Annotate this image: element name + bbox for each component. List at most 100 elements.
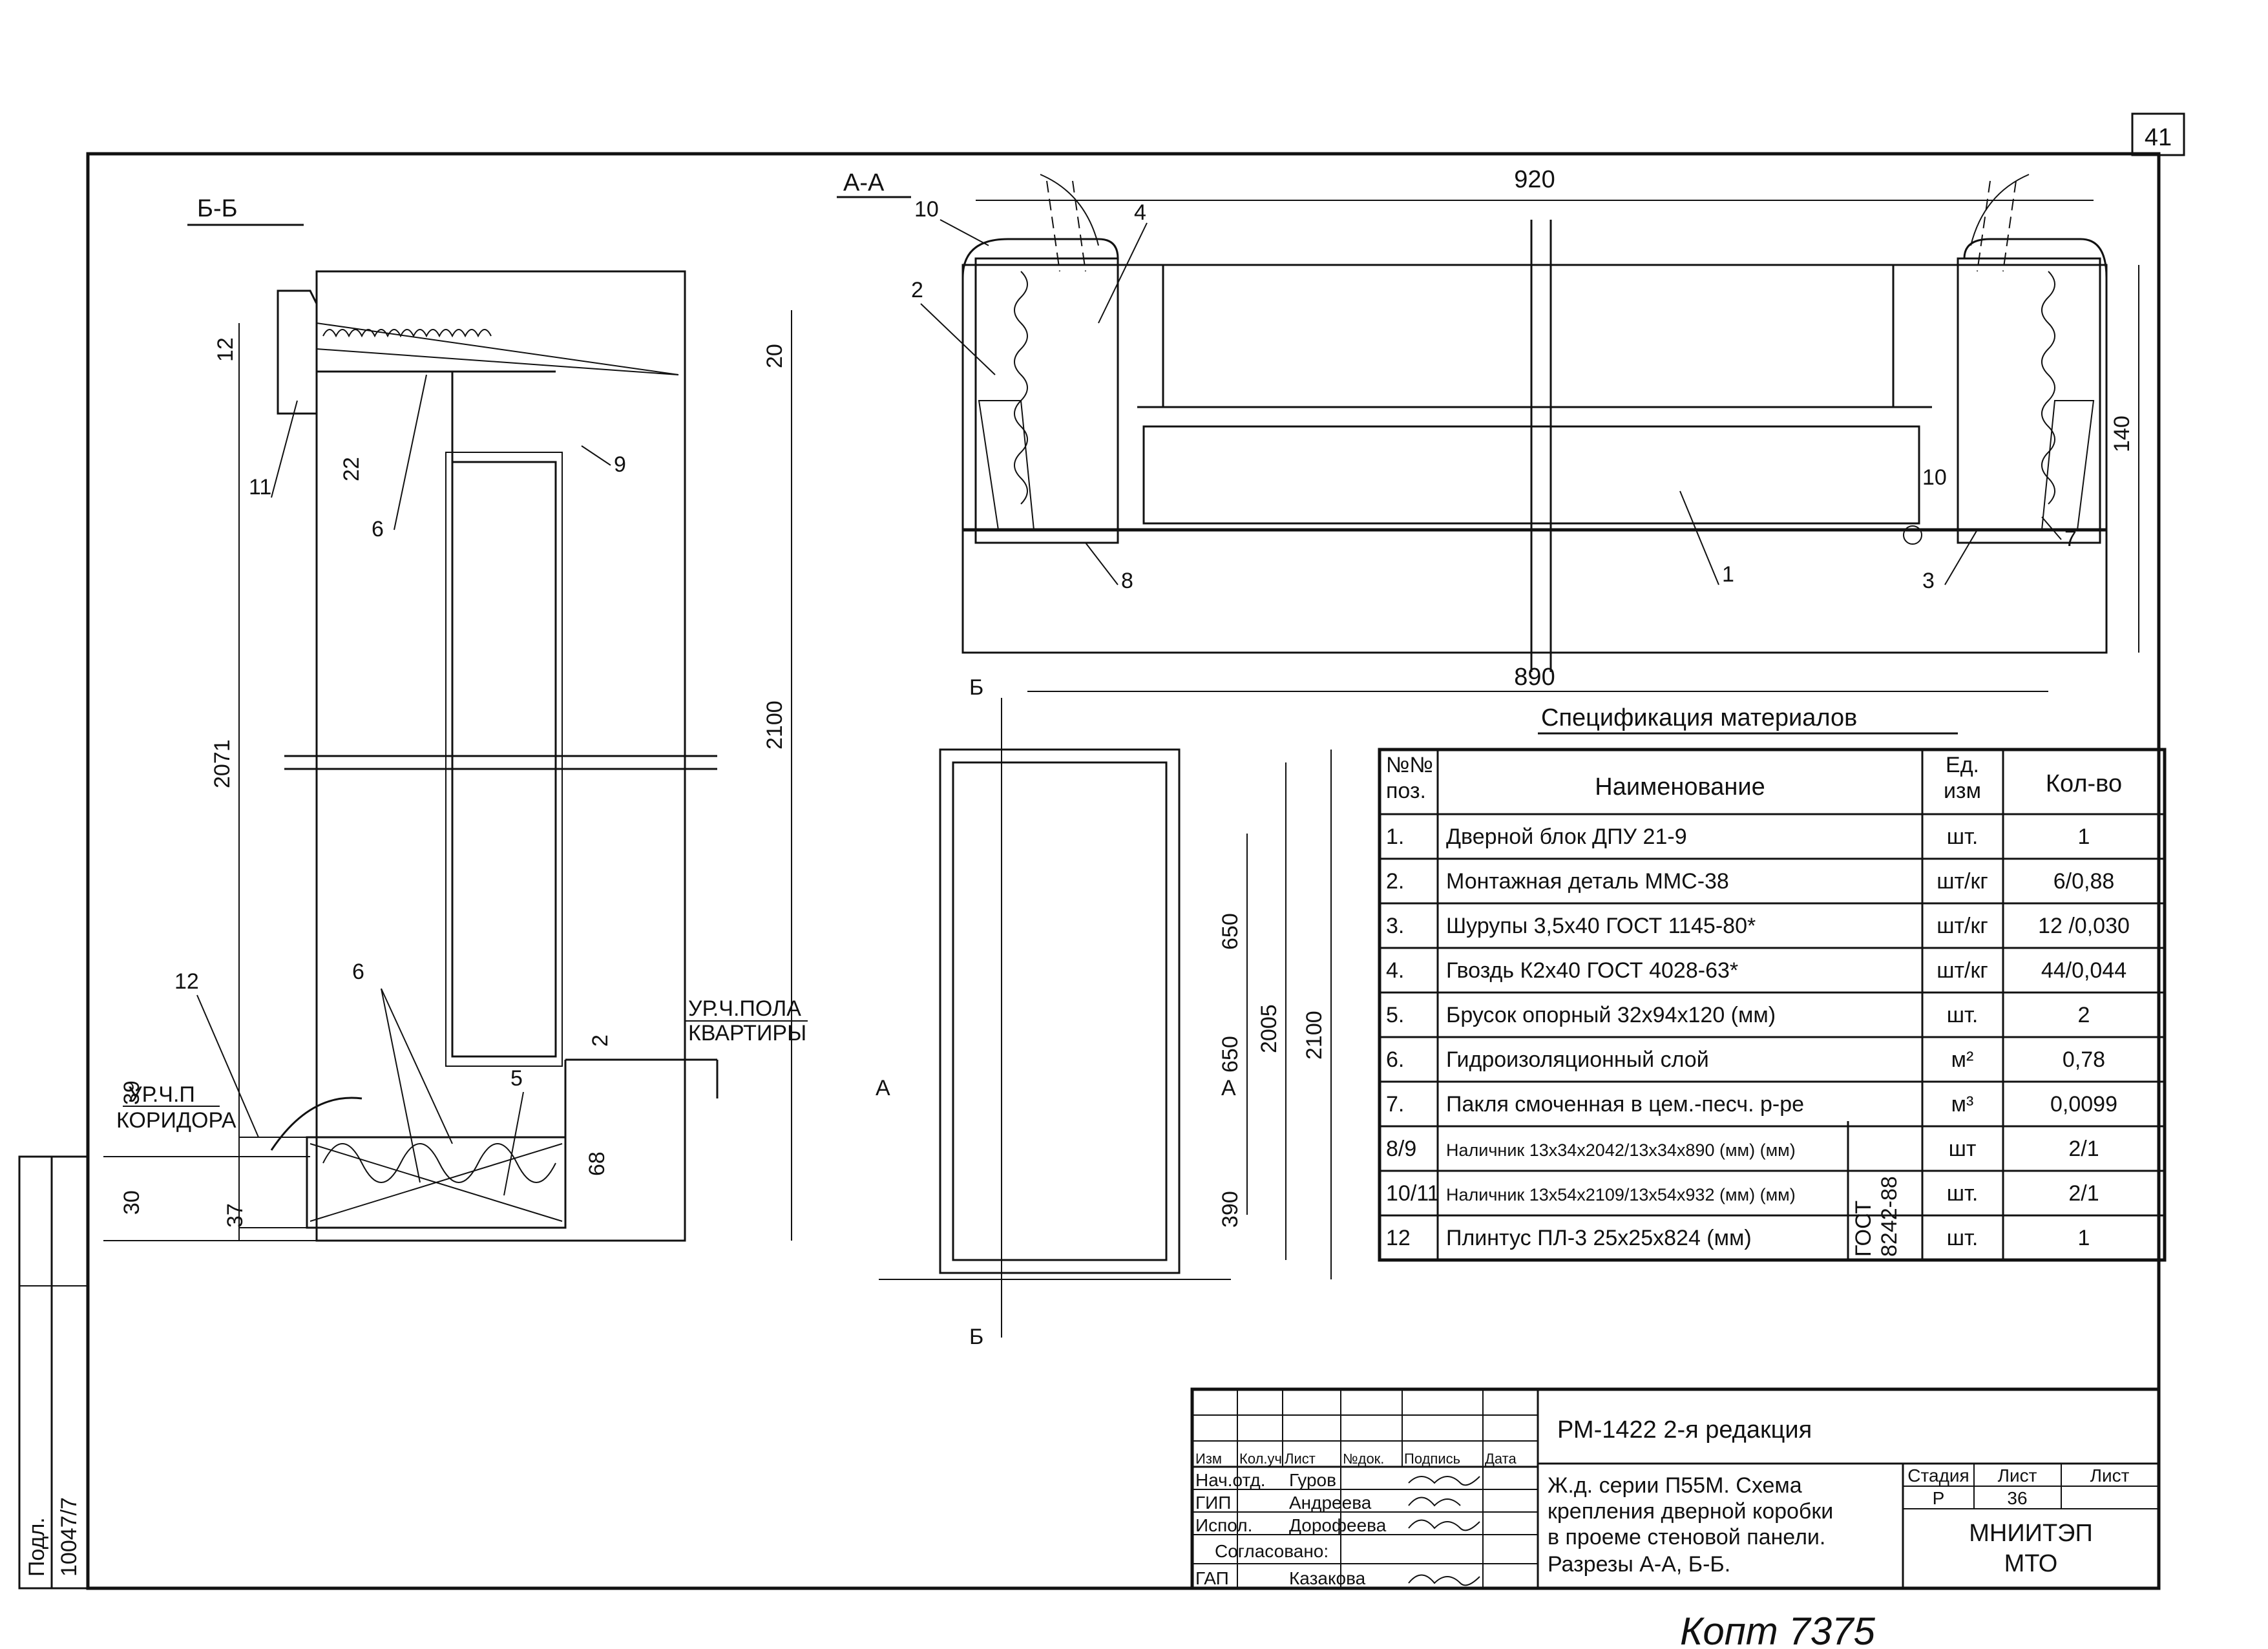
spec-cell-name: Монтажная деталь ММС-38: [1446, 869, 1729, 894]
side-stamp: Подл. 10047/7: [18, 1155, 89, 1590]
bb-level-corridor-2: КОРИДОРА: [116, 1108, 236, 1133]
section-bb-title: Б-Б: [197, 195, 238, 222]
bb-dim-2-label: 2: [588, 1035, 613, 1047]
bb-level-apartment-2: КВАРТИРЫ: [688, 1021, 806, 1045]
elevation-dim-390: 390: [1218, 1191, 1243, 1228]
spec-cell-name: Гвоздь К2х40 ГОСТ 4028-63*: [1446, 958, 1738, 983]
tb-desc-1: Ж.д. серии П55М. Схема: [1548, 1473, 1802, 1498]
footer-handwritten-note: Копт 7375: [1680, 1610, 1876, 1649]
spec-cell-name: Пакля смоченная в цем.-песч. р-ре: [1446, 1092, 1804, 1117]
spec-cell-unit: шт: [1949, 1137, 1977, 1161]
spec-cell-qty: 0,78: [2063, 1047, 2105, 1072]
bb-dim-39-label: 39: [120, 1080, 144, 1105]
tb-sheet-value: 36: [2007, 1488, 2027, 1508]
elevation-cut-a-left: А: [876, 1076, 890, 1100]
aa-callout-8: 8: [1121, 569, 1133, 593]
tb-org-1: МНИИТЭП: [1969, 1520, 2093, 1547]
tb-name-1: Гуров: [1289, 1470, 1336, 1490]
spec-cell-name: Брусок опорный 32х94х120 (мм): [1446, 1003, 1776, 1027]
aa-wall: [961, 264, 2108, 654]
tb-name-4: Казакова: [1289, 1568, 1366, 1588]
sheet-frame: [86, 152, 2161, 1590]
bb-callout-6b: 6: [352, 960, 364, 984]
bb-callout-12: 12: [174, 969, 199, 994]
tb-name-2: Андреева: [1289, 1493, 1372, 1513]
section-aa-title: А-А: [843, 169, 885, 196]
signature-2: [1408, 1497, 1461, 1507]
elevation-dim-650a: 650: [1218, 913, 1243, 950]
tb-role-3: Испол.: [1195, 1515, 1252, 1535]
tb-name-3: Дорофеева: [1289, 1515, 1387, 1535]
side-stamp-label: Подл.: [25, 1517, 49, 1577]
signature-1: [1408, 1476, 1480, 1486]
spec-cell-qty: 2/1: [2068, 1137, 2099, 1161]
tb-col-koluch: Кол.уч: [1239, 1451, 1282, 1467]
sheet-number-box: [2131, 112, 2185, 156]
tb-stage-value: Р: [1933, 1488, 1945, 1508]
bb-callout-11: 11: [249, 475, 271, 499]
title-block: Изм Кол.уч Лист №док. Подпись Дата Нач.о…: [1190, 1387, 2161, 1590]
signature-4: [1408, 1574, 1480, 1586]
spec-cell-qty: 1: [2078, 824, 2090, 849]
bb-callout-6a: 6: [372, 517, 384, 541]
tb-desc-2: крепления дверной коробки: [1548, 1499, 1833, 1524]
door-elevation: Б Б А А 650 650 390 2005 2100: [876, 675, 1332, 1349]
spec-cell-pos: 4.: [1386, 958, 1404, 983]
specification: Спецификация материалов №№ поз. Наименов…: [1378, 704, 2167, 1262]
spec-cell-unit: м³: [1951, 1092, 1974, 1117]
spec-cell-pos: 2.: [1386, 869, 1404, 894]
spec-cell-unit: шт.: [1947, 824, 1979, 849]
bb-dim-68-label: 68: [585, 1151, 609, 1176]
aa-callout-4: 4: [1134, 200, 1146, 225]
spec-cell-pos: 5.: [1386, 1003, 1404, 1027]
tb-role-1: Нач.отд.: [1195, 1470, 1266, 1490]
bb-callout-5: 5: [510, 1066, 523, 1091]
aa-callout-1: 1: [1722, 562, 1734, 587]
side-stamp-frame: [18, 1155, 89, 1590]
section-a-a: А-А 920 890 140: [837, 166, 2139, 692]
elevation-outer: [939, 748, 1181, 1274]
tb-desc-4: Разрезы А-А, Б-Б.: [1548, 1552, 1730, 1577]
aa-callout-3: 3: [1922, 569, 1935, 593]
spec-cell-name: Наличник 13х34х2042/13х34х890 (мм) (мм): [1446, 1140, 1796, 1160]
aa-right-jamb: [1957, 257, 2101, 544]
aa-dim-890-label: 890: [1514, 664, 1555, 691]
spec-cell-qty: 2/1: [2068, 1181, 2099, 1206]
elevation-cut-b-bottom: Б: [969, 1325, 983, 1349]
spec-cell-name: Плинтус ПЛ-3 25х25х824 (мм): [1446, 1226, 1752, 1250]
bb-dim-37-label: 37: [223, 1203, 247, 1228]
tb-col-ndok: №док.: [1343, 1451, 1384, 1467]
tb-col-izm: Изм: [1195, 1451, 1222, 1467]
spec-header-pos-2: поз.: [1386, 779, 1426, 803]
tb-stage-label: Стадия: [1907, 1465, 1969, 1486]
spec-cell-qty: 12 /0,030: [2038, 914, 2130, 938]
spec-cell-unit: шт/кг: [1937, 958, 1988, 983]
spec-cell-unit: шт.: [1947, 1003, 1979, 1027]
aa-callout-2: 2: [911, 278, 923, 302]
bb-dim-30-label: 30: [120, 1190, 144, 1215]
bb-dim-2071-label: 2071: [210, 739, 235, 788]
tb-sheets-label: Лист: [2090, 1465, 2130, 1486]
spec-cell-unit: шт/кг: [1937, 914, 1988, 938]
aa-left-jamb: [974, 257, 1119, 544]
tb-agreed: Согласовано:: [1215, 1541, 1328, 1561]
bb-top-nosing: [277, 289, 318, 415]
spec-header-unit-1: Ед.: [1946, 753, 1979, 777]
spec-cell-pos: 3.: [1386, 914, 1404, 938]
tb-col-data: Дата: [1485, 1451, 1517, 1467]
spec-cell-unit: шт.: [1947, 1226, 1979, 1250]
spec-cell-qty: 0,0099: [2050, 1092, 2117, 1117]
spec-cell-qty: 2: [2078, 1003, 2090, 1027]
bb-dim-20-label: 20: [762, 344, 787, 368]
spec-cell-unit: м²: [1951, 1047, 1974, 1072]
tb-project: РМ-1422 2-я редакция: [1557, 1416, 1812, 1444]
elevation-dim-2005: 2005: [1257, 1004, 1281, 1053]
spec-header-name: Наименование: [1595, 773, 1765, 801]
tb-col-list: Лист: [1285, 1451, 1316, 1467]
sheet-number: 41: [2145, 124, 2172, 151]
tb-sheet-label: Лист: [1998, 1465, 2037, 1486]
spec-cell-qty: 44/0,044: [2041, 958, 2126, 983]
spec-title: Спецификация материалов: [1541, 704, 1857, 731]
tb-org-2: МТО: [2004, 1550, 2058, 1577]
